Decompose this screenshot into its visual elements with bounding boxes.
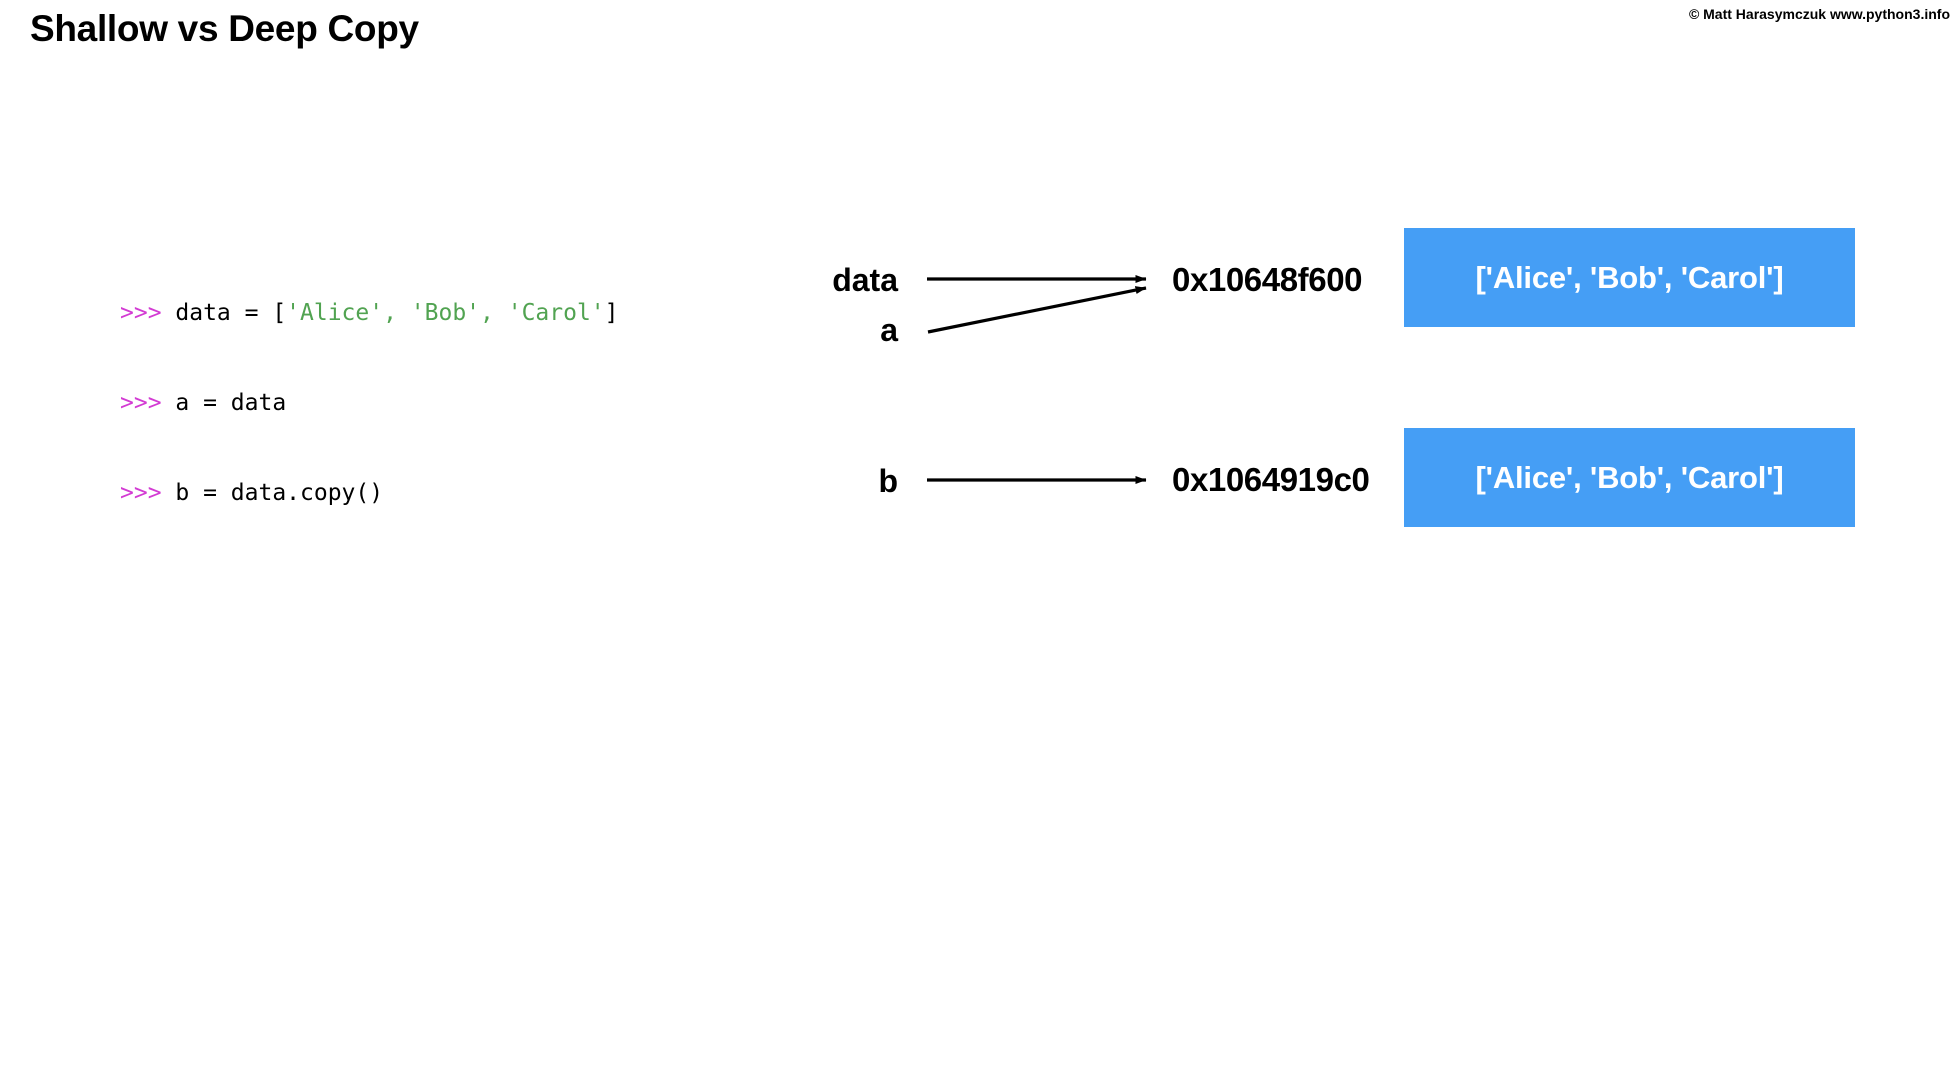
code-token-plain: ] [604,300,619,326]
code-token-plain: data = [ [175,300,287,326]
copyright-notice: © Matt Harasymczuk www.python3.info [1688,6,1950,22]
object-box-2: ['Alice', 'Bob', 'Carol'] [1404,428,1855,527]
code-token-plain: a = data [175,390,287,416]
variable-label-a: a [880,312,898,348]
code-line: >>> b = data.copy() [120,478,619,508]
arrow-a-to-addr1 [927,286,1147,334]
object-box-1: ['Alice', 'Bob', 'Carol'] [1404,228,1855,327]
code-block: >>> data = ['Alice', 'Bob', 'Carol'] >>>… [120,238,619,538]
address-label-1: 0x10648f600 [1172,261,1363,298]
page-title: Shallow vs Deep Copy [30,8,419,49]
address-label-2: 0x1064919c0 [1172,461,1370,498]
code-line: >>> data = ['Alice', 'Bob', 'Carol'] [120,298,619,328]
code-token-plain: b = data.copy() [175,480,384,506]
object-box-1-value: ['Alice', 'Bob', 'Carol'] [1475,259,1784,295]
variable-label-data: data [832,262,898,298]
code-prompt: >>> [120,480,176,506]
code-prompt: >>> [120,390,176,416]
code-token-string: 'Alice', 'Bob', 'Carol' [286,300,605,326]
code-line: >>> a = data [120,388,619,418]
object-box-2-value: ['Alice', 'Bob', 'Carol'] [1475,459,1784,495]
code-prompt: >>> [120,300,176,326]
variable-label-b: b [878,463,898,499]
